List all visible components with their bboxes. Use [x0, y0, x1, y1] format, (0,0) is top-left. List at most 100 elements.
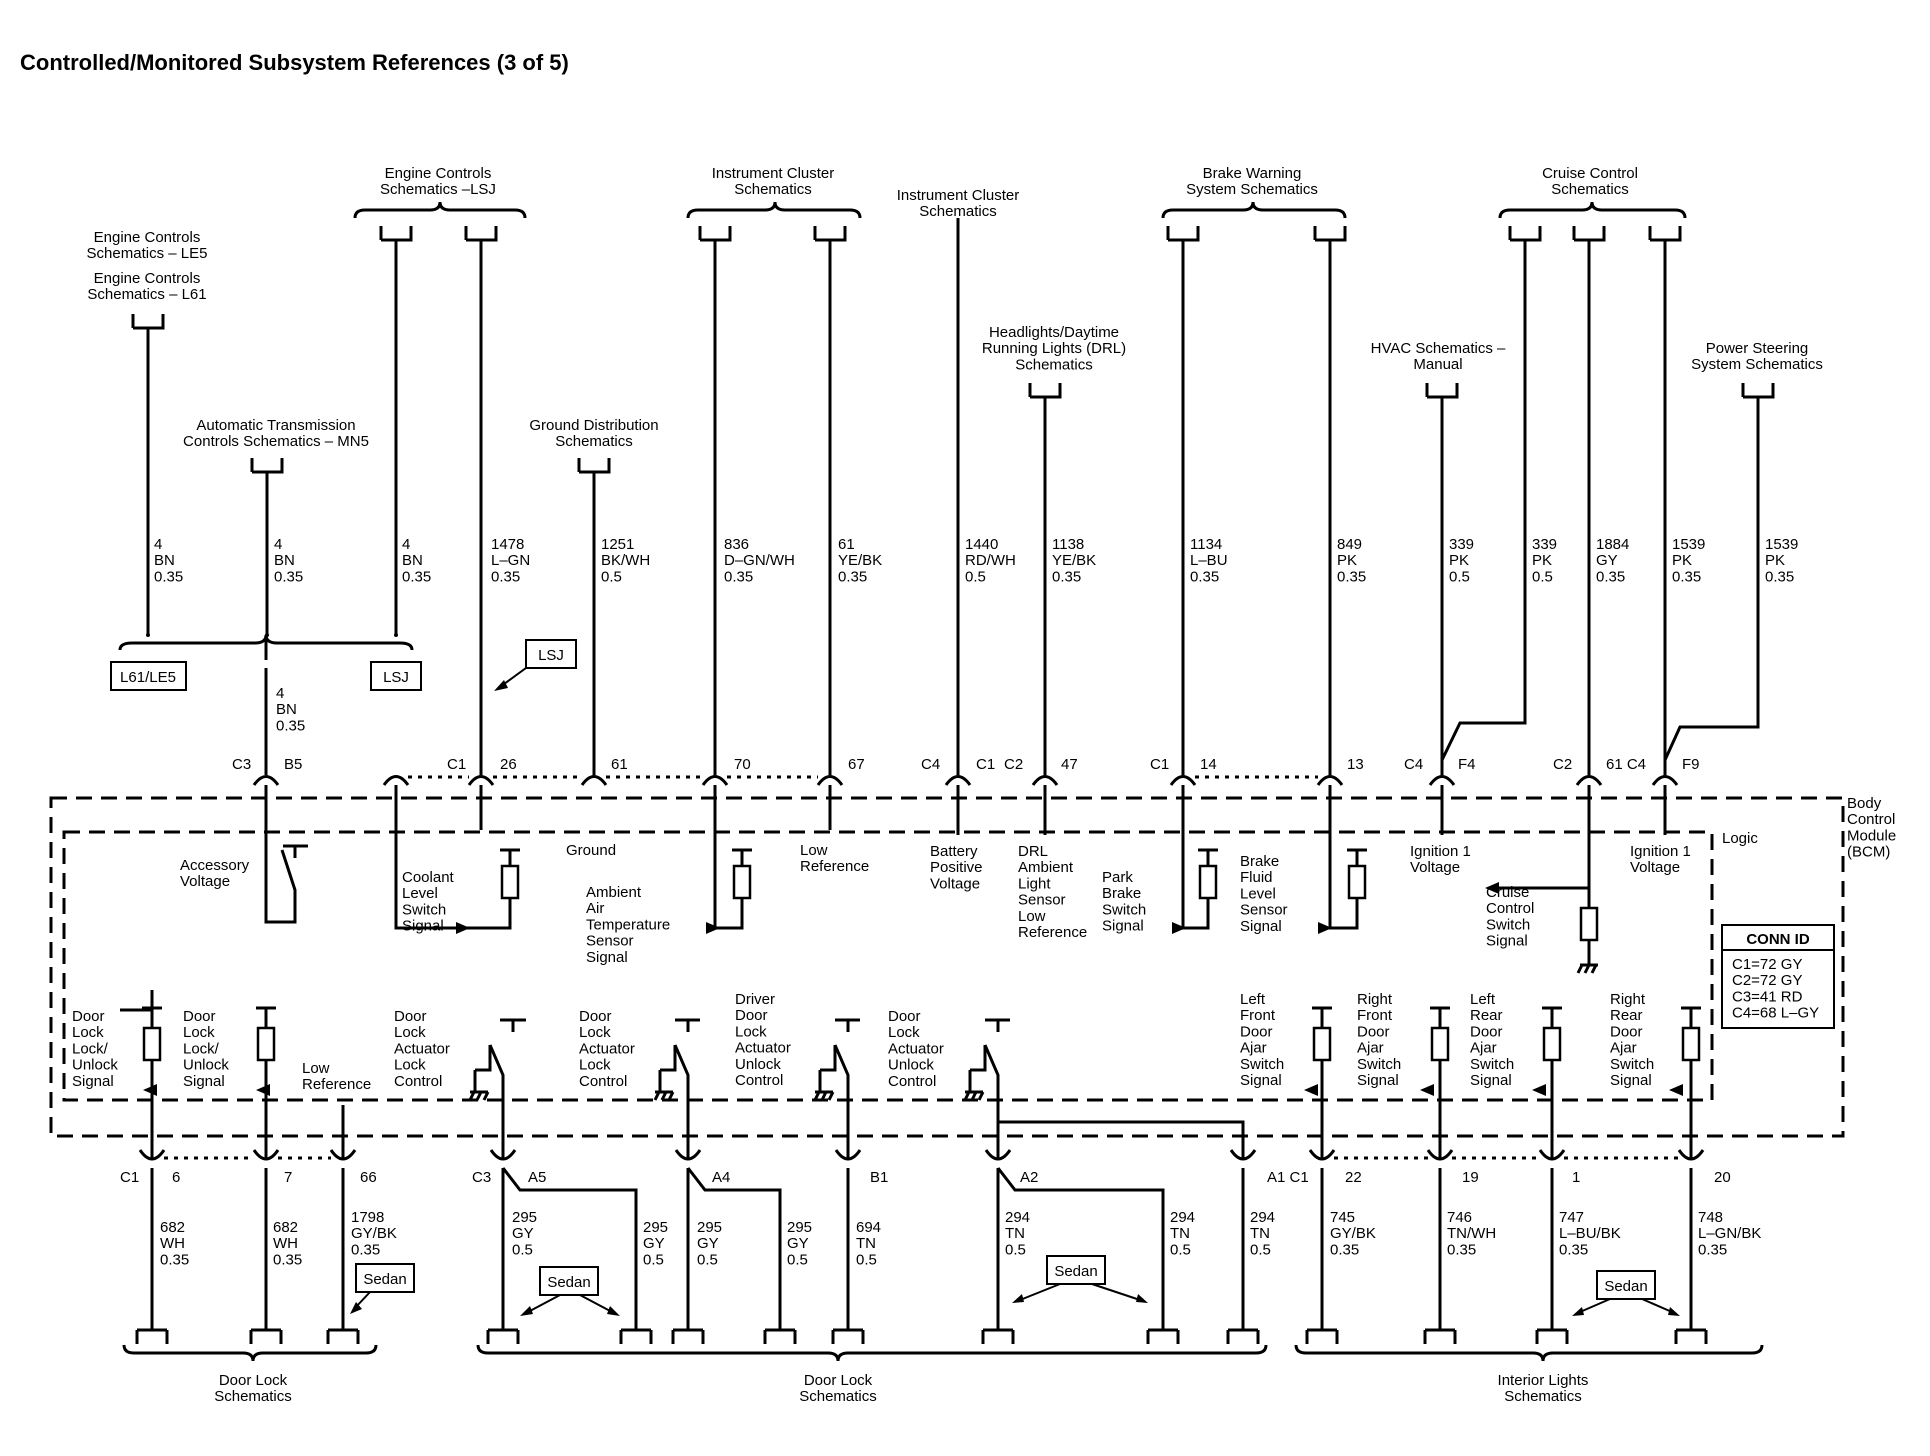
bracket-interior-lights	[1294, 1344, 1764, 1362]
bcm-outline	[49, 796, 1845, 1138]
svg-text:47: 47	[1061, 756, 1078, 773]
bracket-cruise-control	[1498, 201, 1687, 219]
sedan-label-1: Sedan	[363, 1271, 406, 1288]
bracket-door-lock-1	[122, 1344, 378, 1362]
svg-text:A5: A5	[528, 1169, 546, 1186]
svg-text:C4: C4	[1404, 756, 1423, 773]
logic-outline	[62, 830, 1714, 1102]
svg-text:19: 19	[1462, 1169, 1479, 1186]
svg-text:C1: C1	[976, 756, 995, 773]
svg-text:F4: F4	[1458, 756, 1476, 773]
svg-text:67: 67	[848, 756, 865, 773]
svg-text:66: 66	[360, 1169, 377, 1186]
svg-text:22: 22	[1345, 1169, 1362, 1186]
bracket-engine-lsj	[353, 201, 527, 219]
option-box-l61le5	[110, 661, 187, 691]
svg-text:C1: C1	[1150, 756, 1169, 773]
conn-id-title: CONN ID	[1746, 931, 1810, 948]
svg-text:C3: C3	[232, 756, 251, 773]
bracket-door-lock-2	[476, 1344, 1268, 1362]
svg-text:C1: C1	[447, 756, 466, 773]
svg-text:C2: C2	[1004, 756, 1023, 773]
top-wires	[146, 218, 1760, 775]
svg-text:C4: C4	[921, 756, 940, 773]
sedan-label-3: Sedan	[1054, 1263, 1097, 1280]
svg-text:C3: C3	[472, 1169, 491, 1186]
option-box-lsj-a	[370, 661, 422, 691]
bottom-wires	[150, 1167, 1693, 1330]
sedan-label-4: Sedan	[1604, 1278, 1647, 1295]
svg-text:26: 26	[500, 756, 517, 773]
svg-text:1: 1	[1572, 1169, 1580, 1186]
bracket-instrument-cluster	[686, 201, 862, 219]
svg-text:6: 6	[172, 1169, 180, 1186]
top-connector-sockets	[131, 226, 1775, 474]
svg-text:20: 20	[1714, 1169, 1731, 1186]
svg-text:A2: A2	[1020, 1169, 1038, 1186]
option-label-lsj-b: LSJ	[538, 647, 564, 664]
svg-text:13: 13	[1347, 756, 1364, 773]
bottom-connector-sockets	[135, 1328, 1708, 1344]
svg-text:A1 C1: A1 C1	[1267, 1169, 1309, 1186]
sedan-options: Sedan Sedan Sedan Sedan	[350, 1255, 1680, 1316]
svg-text:B5: B5	[284, 756, 302, 773]
svg-text:C2: C2	[1553, 756, 1572, 773]
svg-text:F9: F9	[1682, 756, 1700, 773]
option-label-l61le5: L61/LE5	[120, 669, 176, 686]
conn-id-box	[1721, 924, 1835, 1029]
